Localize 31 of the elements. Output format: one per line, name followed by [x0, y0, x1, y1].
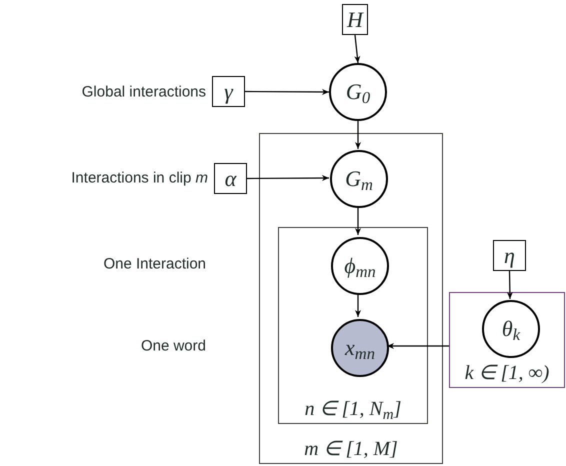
- level-label: One Interaction: [103, 256, 206, 272]
- arrow: [387, 343, 449, 349]
- arrow: [355, 293, 361, 317]
- plate-frame: [449, 292, 565, 388]
- math-symbol: x$_{mn}$: [345, 337, 375, 359]
- parameter-box: [214, 163, 247, 194]
- math-symbol: H: [347, 8, 363, 30]
- math-symbol: G$_{m}$: [345, 168, 373, 190]
- node-caption: Interactions in clip m: [71, 170, 208, 186]
- plate-frame: [278, 227, 428, 424]
- math-symbol: α: [224, 168, 236, 190]
- arrow: [247, 175, 329, 182]
- arrow: [355, 207, 361, 235]
- math-symbol: η: [504, 244, 515, 266]
- math-symbol: θ$_{k}$: [502, 318, 520, 340]
- arrow: [355, 121, 361, 149]
- arrow: [506, 270, 513, 300]
- node-caption: Global interactions: [82, 84, 206, 100]
- math-symbol: G$_{0}$: [346, 81, 370, 103]
- arrow: [354, 34, 360, 64]
- plate-frame: [259, 133, 443, 464]
- parameter-box: [342, 4, 368, 35]
- math-symbol: ϕ$_{mn}$: [344, 255, 376, 277]
- math-symbol: γ: [224, 80, 233, 102]
- arrow: [245, 88, 329, 95]
- math-symbol: m ∈ [1, M]: [304, 439, 398, 459]
- parameter-box: [493, 240, 526, 271]
- math-symbol: k ∈ [1, ∞): [464, 363, 550, 383]
- math-symbol: n ∈ [1, N$_{m}$]: [304, 399, 402, 419]
- parameter-box: [212, 76, 245, 107]
- level-label: One word: [140, 338, 206, 354]
